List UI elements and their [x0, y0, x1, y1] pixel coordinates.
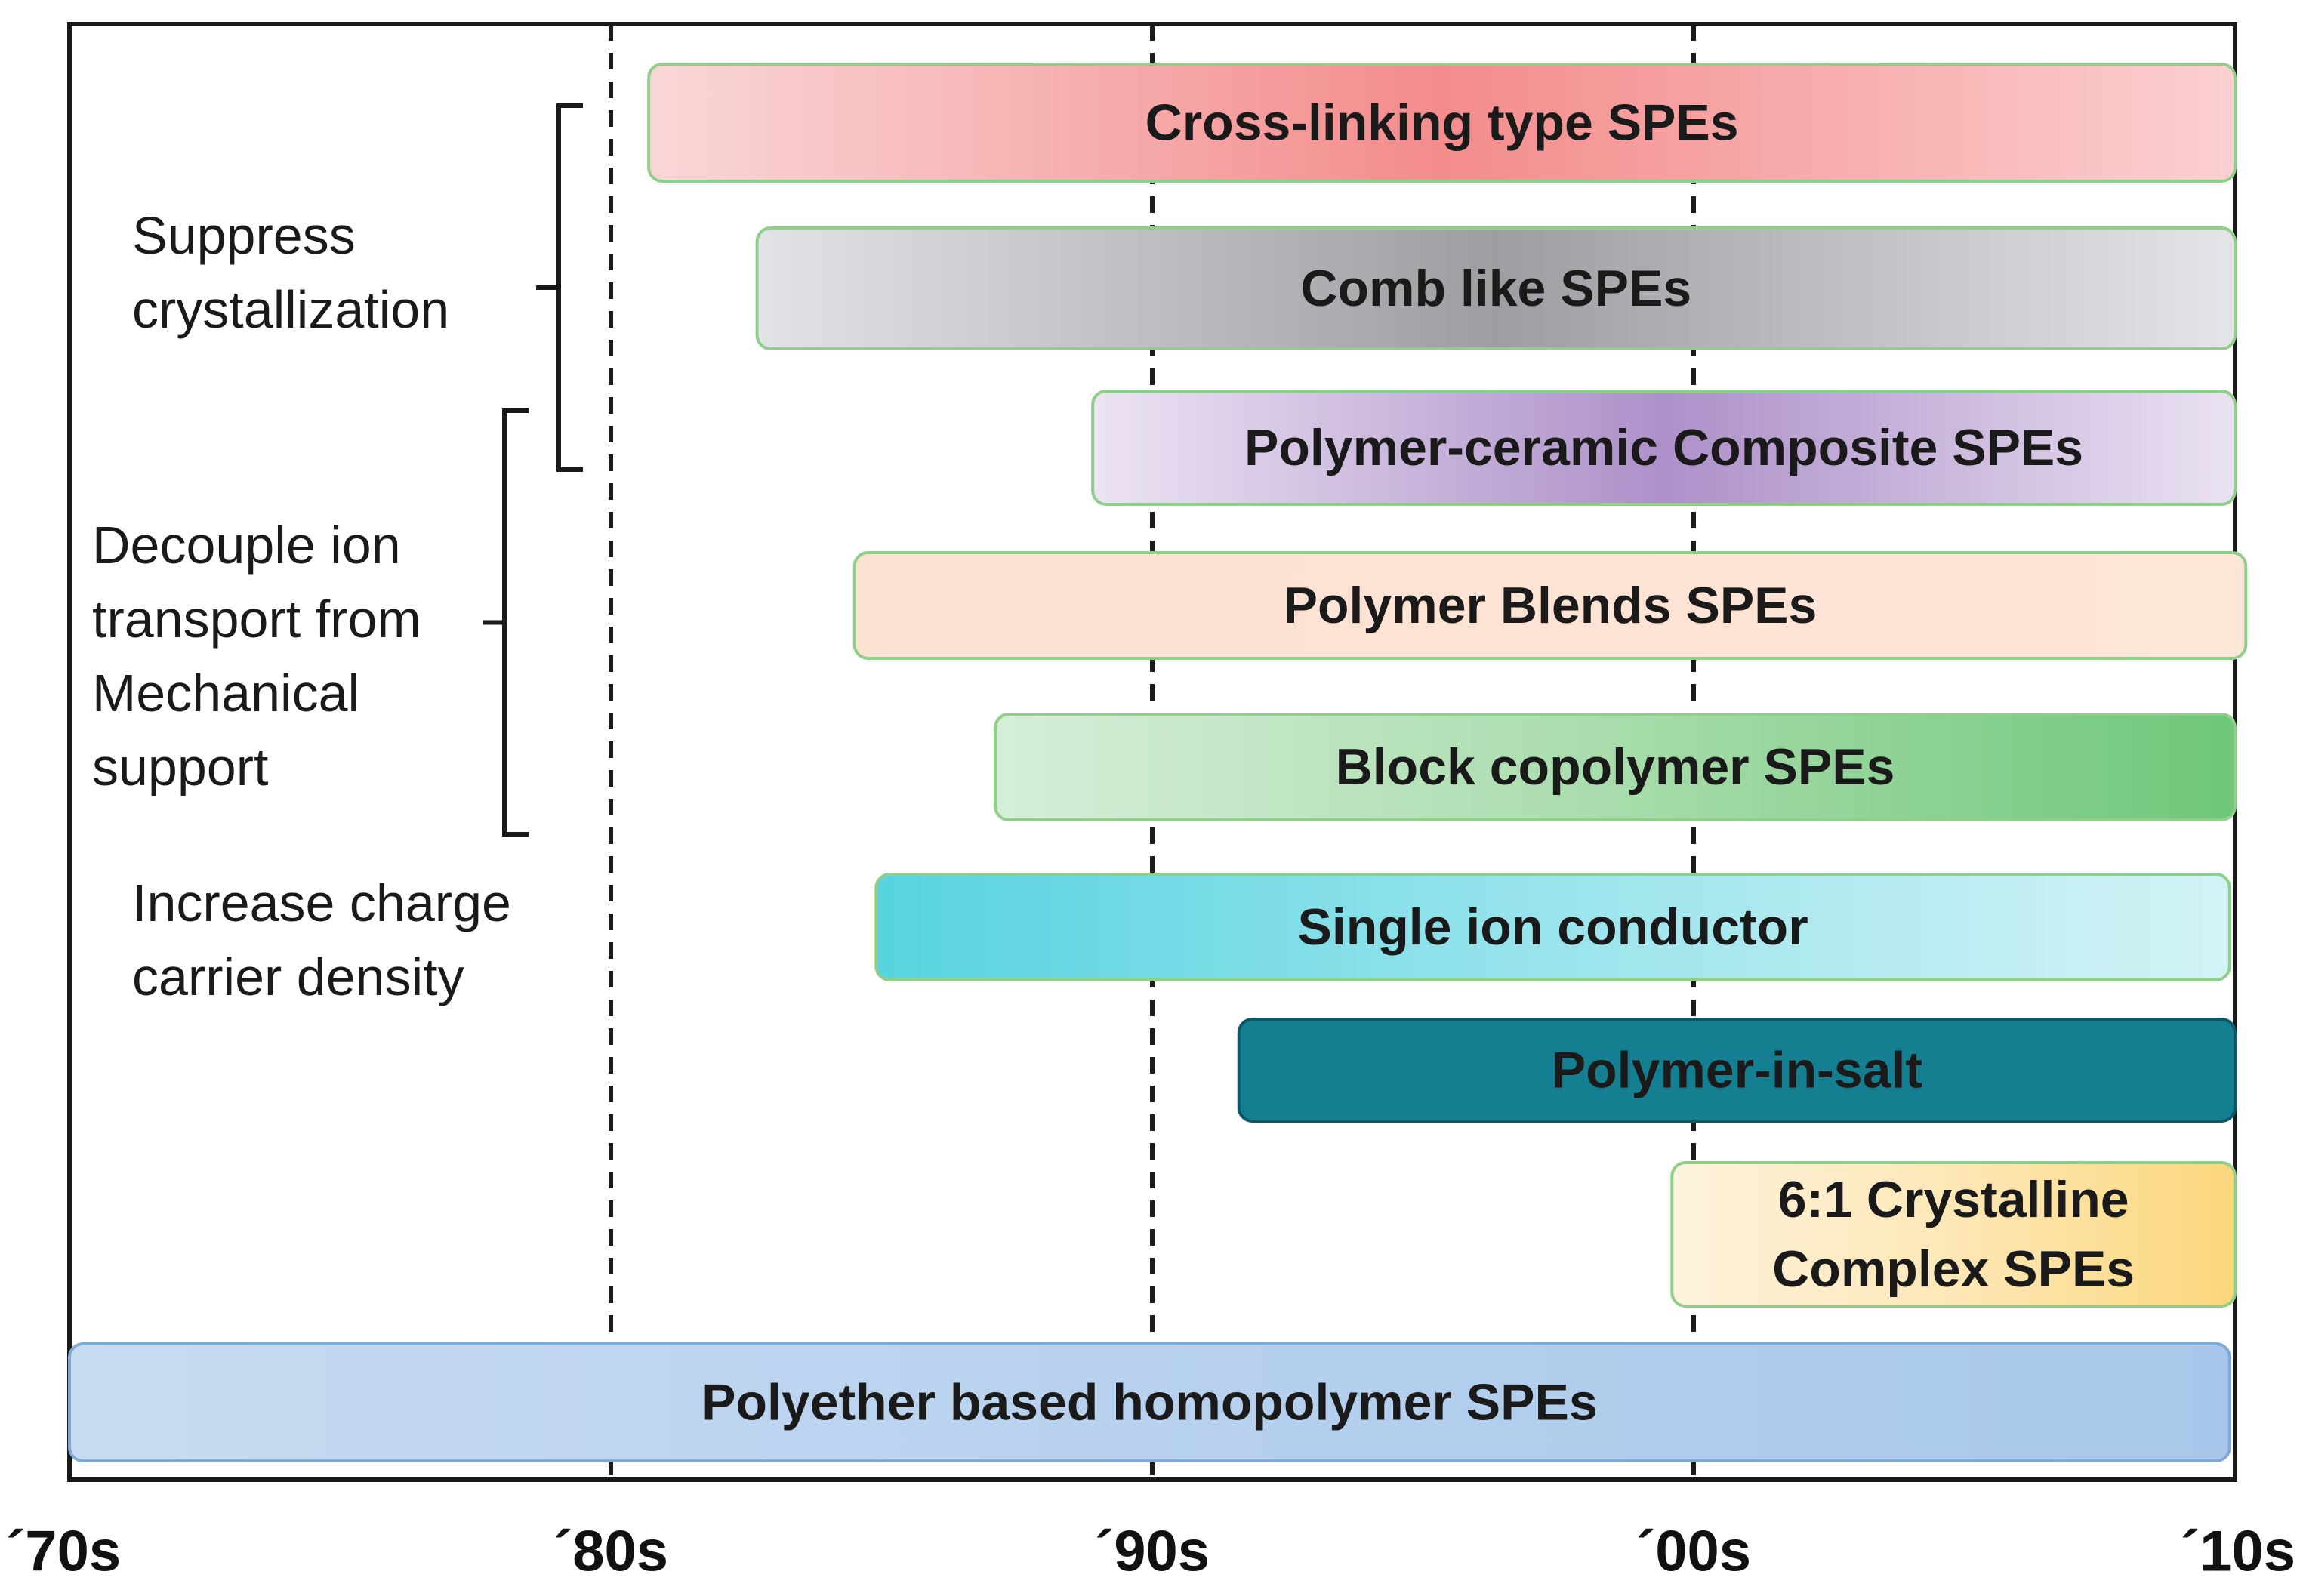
- annotation-decouple-ion-line-3: Mechanical: [92, 664, 359, 723]
- x-tick-label-4: ´00s: [1636, 1520, 1751, 1584]
- annotation-decouple-ion-line-1: Decouple ion: [92, 516, 401, 575]
- bar-block-copolymer-spes: [994, 713, 2237, 821]
- x-tick-label-1: ´70s: [6, 1520, 121, 1584]
- bar-polyether-based-homopolymer-spes-label: Polyether based homopolymer SPEs: [701, 1374, 1598, 1431]
- annotation-decouple-ion-line-2: transport from: [92, 590, 421, 649]
- annotation-suppress-bracket: [536, 103, 583, 472]
- bar-polymer-in-salt-label: Polymer-in-salt: [1552, 1042, 1922, 1099]
- bar-polymer-in-salt: [1237, 1018, 2237, 1123]
- bar-single-ion-conductor-label: Single ion conductor: [1297, 898, 1808, 956]
- bar-6-1-crystalline-complex-spes-label-2: Complex SPEs: [1772, 1240, 2135, 1298]
- bar-comb-like-spes-label: Comb like SPEs: [1300, 260, 1691, 317]
- x-tick-label-5: ´10s: [2181, 1520, 2295, 1584]
- annotation-suppress-line-2: crystallization: [132, 280, 449, 339]
- bar-6-1-crystalline-complex-spes: [1670, 1161, 2237, 1308]
- bar-polyether-based-homopolymer-spes: [68, 1342, 2231, 1462]
- annotation-increase-charge-line-1: Increase charge: [132, 873, 511, 932]
- annotation-decouple-ion-bracket: [483, 408, 529, 837]
- annotation-suppress-line-1: Suppress: [132, 206, 356, 265]
- x-tick-label-3: ´90s: [1095, 1520, 1210, 1584]
- annotation-increase-charge-line-2: carrier density: [132, 947, 464, 1006]
- x-tick-label-2: ´80s: [553, 1520, 668, 1584]
- bar-polymer-blends-spes-label: Polymer Blends SPEs: [1284, 577, 1817, 634]
- bar-single-ion-conductor: [874, 873, 2231, 981]
- bar-cross-linking-type-spes-label: Cross-linking type SPEs: [1145, 94, 1739, 152]
- bar-polymer-blends-spes: [852, 551, 2248, 660]
- bar-polymer-ceramic-composite-spes: [1091, 390, 2237, 506]
- bar-polymer-ceramic-composite-spes-label: Polymer-ceramic Composite SPEs: [1244, 419, 2083, 476]
- bar-comb-like-spes: [755, 226, 2237, 350]
- bar-block-copolymer-spes-label: Block copolymer SPEs: [1336, 738, 1895, 796]
- bar-cross-linking-type-spes: [647, 63, 2237, 183]
- annotation-decouple-ion-line-4: support: [92, 738, 268, 796]
- bar-6-1-crystalline-complex-spes-label-1: 6:1 Crystalline: [1778, 1171, 2129, 1228]
- x-axis-ticks: ´70s ´80s ´90s ´00s ´10s: [6, 1520, 2295, 1584]
